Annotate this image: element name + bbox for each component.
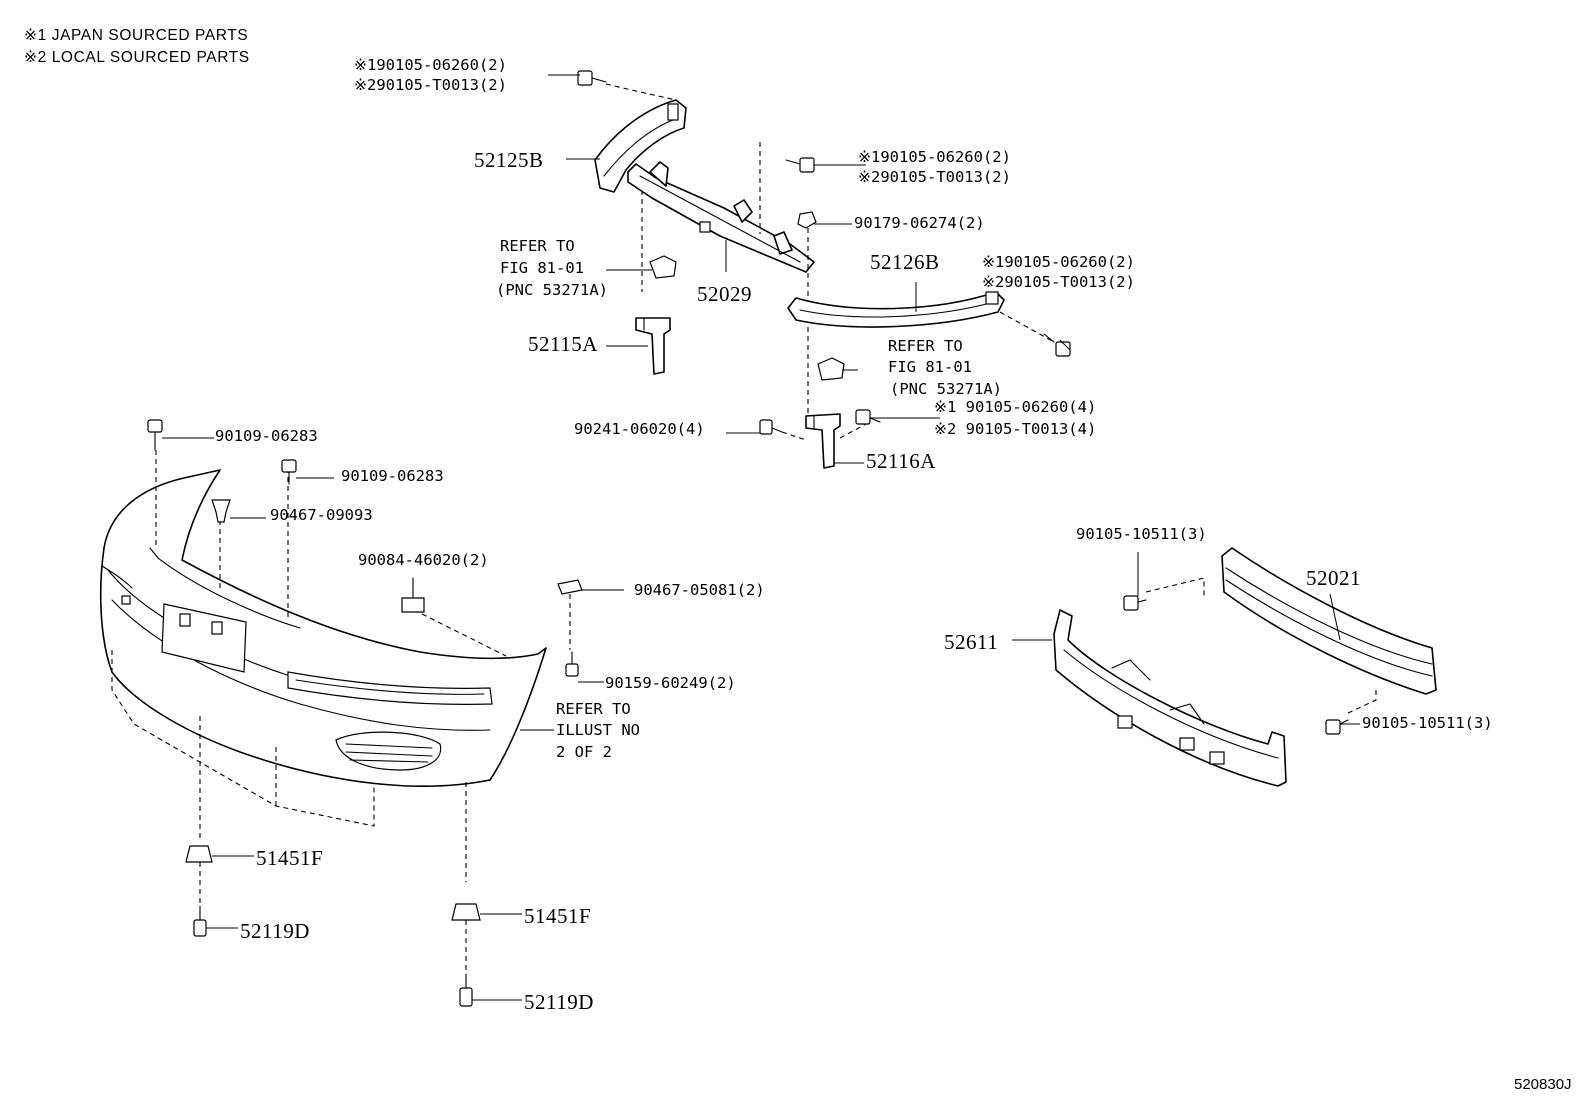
part-number-52119d-b[interactable]: 52119D [524,990,594,1014]
part-number-52029[interactable]: 52029 [697,282,752,306]
clip-53271a-left [649,255,677,279]
refer-mid-line3: (PNC 53271A) [890,380,1002,398]
callout-bolt-90105-10511-bottom: 90105-10511(3) [1362,714,1493,732]
clip-51451f-b [451,903,481,921]
part-number-52021[interactable]: 52021 [1306,566,1361,590]
bumper-cover-drawing [99,469,547,787]
refer-left-line1: REFER TO [500,237,575,255]
callout-screw-90159: 90159-60249(2) [605,674,736,692]
part-number-51451f-a[interactable]: 51451F [256,846,324,870]
reinforcement-52021-drawing [1221,547,1437,695]
refer-mid-line1: REFER TO [888,337,963,355]
bolt-90105-10511-top [1123,595,1147,611]
callout-bolt-top-left-local: ※290105-T0013(2) [354,76,507,94]
callout-bolt-right-japan: ※190105-06260(2) [982,253,1135,271]
callout-nut-90084: 90084-46020(2) [358,551,489,569]
part-number-52125b[interactable]: 52125B [474,148,544,172]
brace-52115a-drawing [635,317,671,375]
part-number-52119d-a[interactable]: 52119D [240,919,310,943]
part-number-52611[interactable]: 52611 [944,630,999,654]
clip-53271a-mid [817,357,845,381]
part-number-52126b[interactable]: 52126B [870,250,940,274]
figure-code: 520830J [1514,1076,1572,1093]
bolt-right [1043,333,1071,357]
bracket-52126b-drawing [787,291,1005,328]
part-number-52116a[interactable]: 52116A [866,449,936,473]
screw-52119d-a [193,905,207,937]
legend-japan-sourced: ※1 JAPAN SOURCED PARTS [24,27,249,44]
bolt-90241 [759,419,783,435]
callout-bolt-top-mid-japan: ※190105-06260(2) [858,148,1011,166]
bolt-top-left [577,70,607,86]
bolt-top-mid [785,157,815,173]
nut-90084 [401,577,425,613]
clip-90467-05081 [557,579,583,595]
bolt-52116 [855,409,881,425]
leader-lines [162,74,1360,1001]
part-number-51451f-b[interactable]: 51451F [524,904,592,928]
callout-clip-90467-05081: 90467-05081(2) [634,581,765,599]
callout-bolt-90105-10511-top: 90105-10511(3) [1076,525,1207,543]
screw-52119d-b [459,973,473,1007]
brace-52116a-drawing [805,413,841,469]
refer-bottom-line2[interactable]: ILLUST NO [556,721,640,739]
nut-90179 [797,211,817,229]
callout-bolt-90241: 90241-06020(4) [574,420,705,438]
refer-left-line3: (PNC 53271A) [496,281,608,299]
callout-bolt-90109-b: 90109-06283 [341,467,444,485]
callout-nut-90179: 90179-06274(2) [854,214,985,232]
refer-mid-line2[interactable]: FIG 81-01 [888,358,972,376]
refer-bottom-line1: REFER TO [556,700,631,718]
bolt-90105-10511-bottom [1325,719,1349,735]
part-number-52115a[interactable]: 52115A [528,332,598,356]
callout-bolt-top-left-japan: ※190105-06260(2) [354,56,507,74]
callout-bolt-top-mid-local: ※290105-T0013(2) [858,168,1011,186]
callout-bolt-90109-a: 90109-06283 [215,427,318,445]
absorber-52611-drawing [1053,609,1287,787]
callout-bolt-52116-local: ※2 90105-T0013(4) [934,420,1097,438]
clip-51451f-a [185,845,213,863]
clip-90467-09093 [211,499,231,523]
screw-90159 [565,651,579,677]
bolt-90109-a [147,419,163,451]
refer-left-line2[interactable]: FIG 81-01 [500,259,584,277]
refer-bottom-line3: 2 OF 2 [556,743,612,761]
callout-bolt-52116-japan: ※1 90105-06260(4) [934,398,1097,416]
bracket-52125b-drawing [594,99,687,193]
legend-local-sourced: ※2 LOCAL SOURCED PARTS [24,49,250,66]
callout-clip-90467-09093: 90467-09093 [270,506,373,524]
reinforcement-52029-drawing [627,161,815,273]
callout-bolt-right-local: ※290105-T0013(2) [982,273,1135,291]
bolt-90109-b [281,459,297,485]
